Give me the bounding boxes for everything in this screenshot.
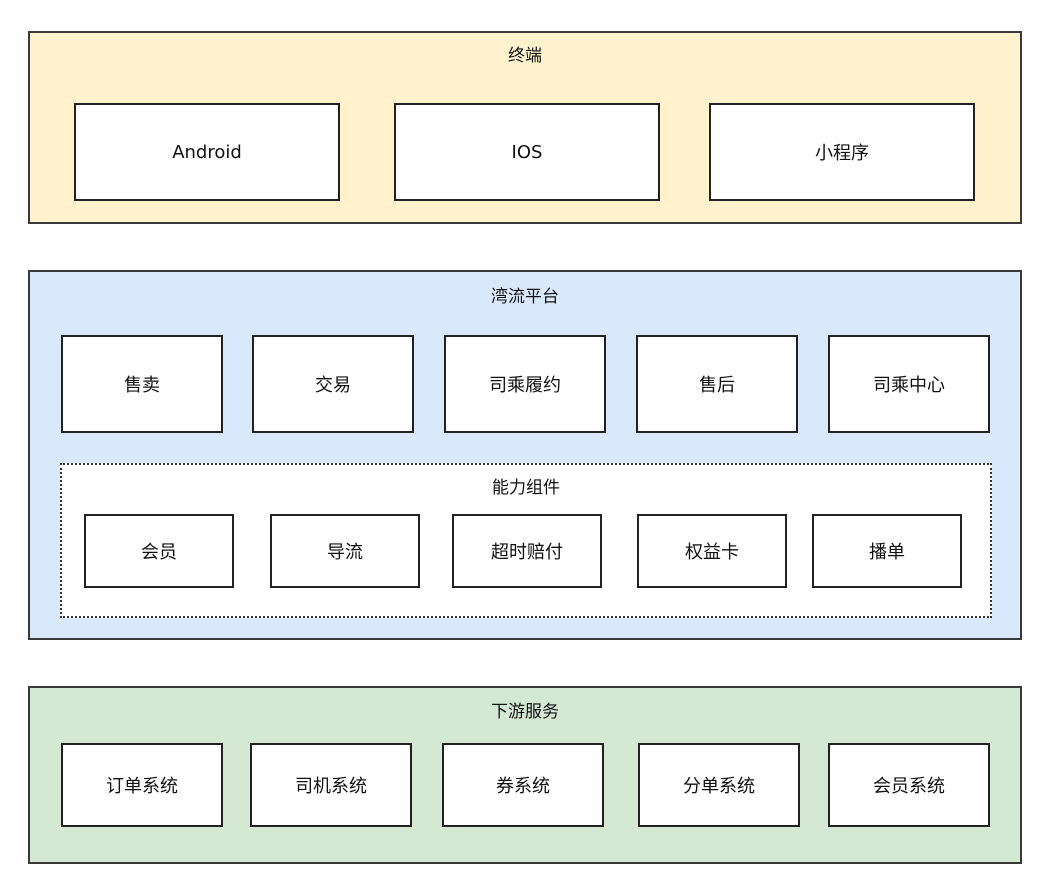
- platform-item-fulfillment: 司乘履约: [444, 335, 606, 433]
- capability-group: 能力组件 会员 导流 超时赔付 权益卡 播单: [60, 463, 992, 618]
- downstream-layer-title: 下游服务: [491, 702, 559, 722]
- platform-item-trade: 交易: [252, 335, 414, 433]
- terminal-item-android: Android: [74, 103, 340, 201]
- platform-item-sales: 售卖: [61, 335, 223, 433]
- terminal-item-ios: IOS: [394, 103, 660, 201]
- downstream-item-order-system: 订单系统: [61, 743, 223, 827]
- downstream-layer: 下游服务 订单系统 司机系统 券系统 分单系统 会员系统: [28, 686, 1022, 864]
- terminal-item-mini-program: 小程序: [709, 103, 975, 201]
- downstream-item-dispatch-system: 分单系统: [638, 743, 800, 827]
- capability-item-member: 会员: [84, 514, 234, 588]
- terminal-layer-title: 终端: [508, 46, 542, 66]
- platform-item-after-sales: 售后: [636, 335, 798, 433]
- platform-layer-title: 湾流平台: [491, 287, 559, 307]
- capability-item-dispatch: 播单: [812, 514, 962, 588]
- capability-group-title: 能力组件: [492, 478, 560, 498]
- capability-item-benefit-card: 权益卡: [637, 514, 787, 588]
- platform-item-user-center: 司乘中心: [828, 335, 990, 433]
- downstream-item-member-system: 会员系统: [828, 743, 990, 827]
- terminal-layer: 终端 Android IOS 小程序: [28, 31, 1022, 224]
- downstream-item-driver-system: 司机系统: [250, 743, 412, 827]
- capability-item-traffic: 导流: [270, 514, 420, 588]
- capability-item-timeout-compensation: 超时赔付: [452, 514, 602, 588]
- platform-layer: 湾流平台 售卖 交易 司乘履约 售后 司乘中心 能力组件 会员 导流 超时赔付 …: [28, 270, 1022, 640]
- downstream-item-coupon-system: 券系统: [442, 743, 604, 827]
